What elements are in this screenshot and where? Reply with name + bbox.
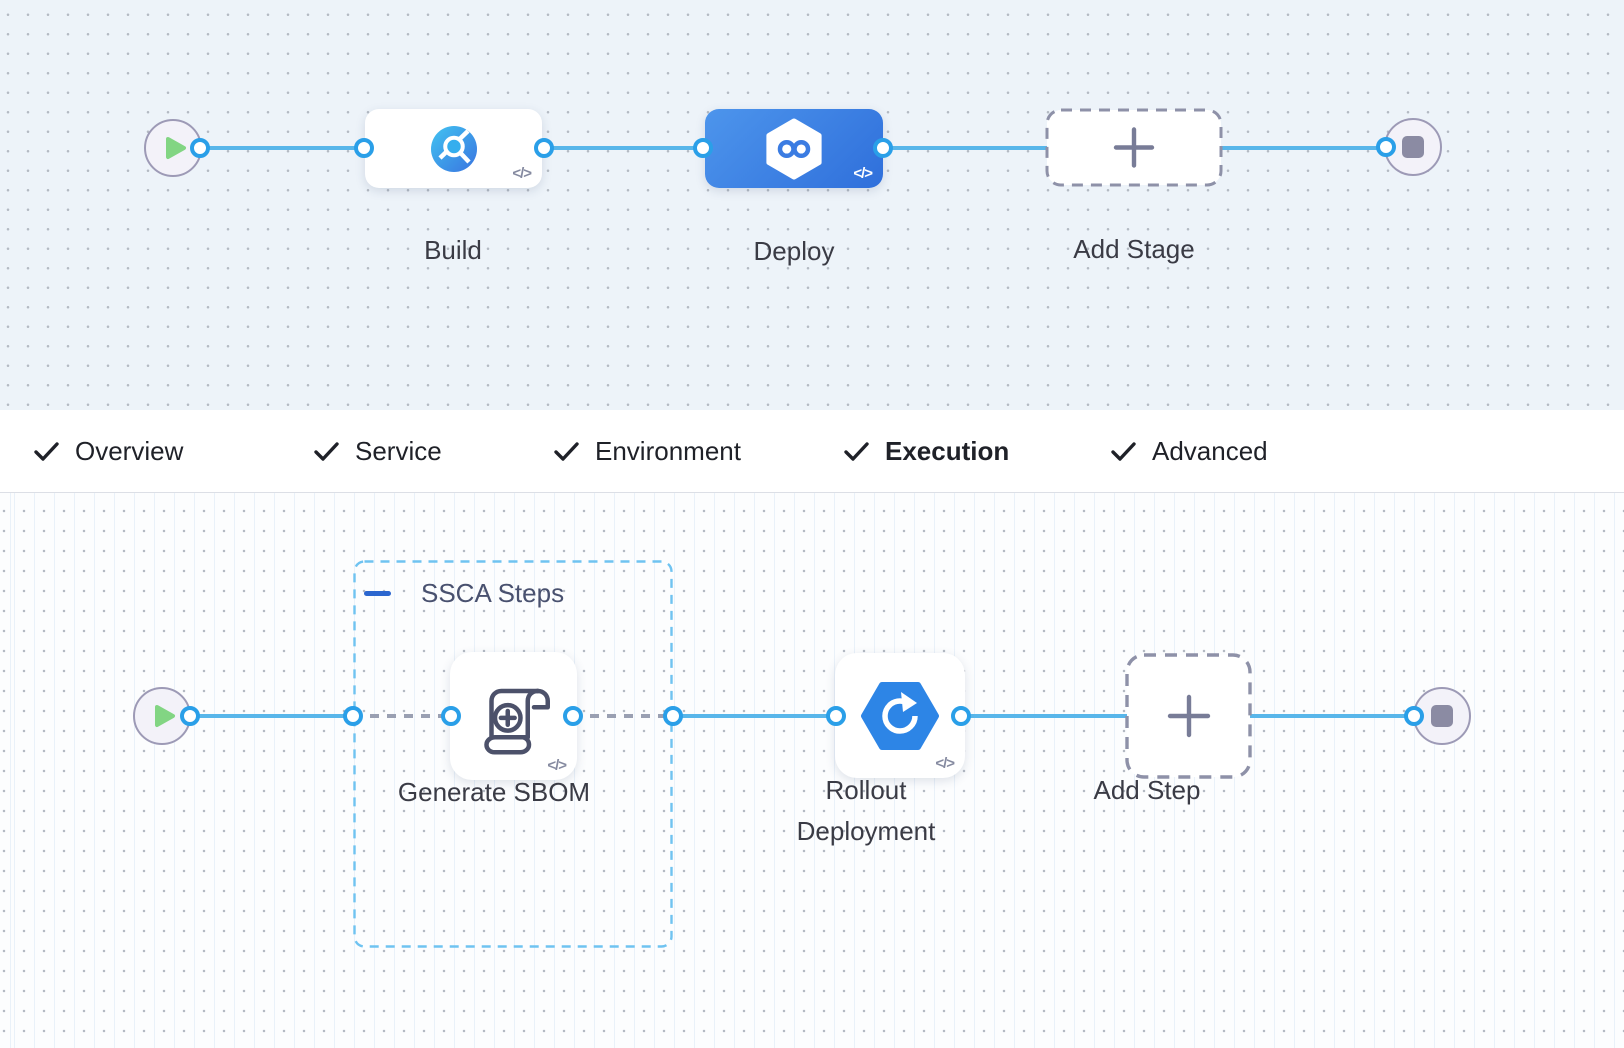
label-line-1: Rollout xyxy=(825,775,907,805)
plus-icon xyxy=(1113,127,1155,168)
connection-point[interactable] xyxy=(873,138,893,158)
tab-label: Overview xyxy=(75,435,184,466)
step-label-rollout-deployment: Rollout Deployment xyxy=(746,770,986,852)
pipeline-start-node xyxy=(144,119,202,177)
connection-point[interactable] xyxy=(663,706,683,726)
stage-config-tabbar: Overview Service Environment Execution A… xyxy=(0,410,1624,903)
check-icon xyxy=(34,441,59,461)
connection-point[interactable] xyxy=(563,706,583,726)
play-icon xyxy=(166,137,186,159)
code-view-icon[interactable]: </> xyxy=(853,165,873,182)
stop-icon xyxy=(1431,705,1453,727)
execution-start-node xyxy=(133,687,191,745)
rollout-deployment-icon xyxy=(861,681,939,750)
code-view-icon[interactable]: </> xyxy=(935,755,955,772)
check-icon xyxy=(1111,441,1136,461)
tab-label: Advanced xyxy=(1152,435,1268,466)
group-title: SSCA Steps xyxy=(421,578,565,608)
connector-line-dashed xyxy=(573,714,673,718)
connection-point[interactable] xyxy=(1404,706,1424,726)
stage-label-deploy: Deploy xyxy=(753,236,835,266)
execution-canvas[interactable] xyxy=(0,493,1624,1048)
connection-point[interactable] xyxy=(354,138,374,158)
tab-label: Environment xyxy=(595,435,741,466)
tab-label: Execution xyxy=(885,435,1010,466)
tab-overview[interactable]: Overview xyxy=(33,410,183,492)
step-label-generate-sbom: Generate SBOM xyxy=(397,777,591,807)
connector-line xyxy=(673,714,1416,718)
tab-advanced[interactable]: Advanced xyxy=(1110,410,1268,492)
step-node-generate-sbom[interactable]: </> xyxy=(450,652,577,780)
stage-label-build: Build xyxy=(424,235,482,265)
minus-icon xyxy=(364,590,391,596)
code-view-icon[interactable]: </> xyxy=(547,757,567,774)
add-step-button[interactable] xyxy=(1125,653,1252,779)
play-icon xyxy=(155,705,175,727)
tab-environment[interactable]: Environment xyxy=(553,410,741,492)
stage-node-build[interactable]: </> xyxy=(365,109,542,188)
plus-icon xyxy=(1167,694,1211,738)
group-collapse-button[interactable] xyxy=(364,583,398,603)
sbom-scroll-icon xyxy=(483,688,550,755)
check-icon xyxy=(554,441,579,461)
connection-point[interactable] xyxy=(951,706,971,726)
tab-service[interactable]: Service xyxy=(313,410,442,492)
connection-point[interactable] xyxy=(693,138,713,158)
connection-point[interactable] xyxy=(180,706,200,726)
check-icon xyxy=(314,441,339,461)
stage-label-add-stage: Add Stage xyxy=(1073,234,1195,264)
connection-point[interactable] xyxy=(190,138,210,158)
tab-execution[interactable]: Execution xyxy=(843,410,1009,492)
cd-deploy-icon xyxy=(766,117,822,180)
connector-line-dashed xyxy=(353,714,451,718)
connector-line xyxy=(190,714,353,718)
stage-canvas[interactable]: </> Build </> Deploy Add Stage xyxy=(0,0,1624,410)
tab-label: Service xyxy=(355,435,442,466)
connection-point[interactable] xyxy=(441,706,461,726)
connection-point[interactable] xyxy=(343,706,363,726)
ci-build-icon xyxy=(430,125,477,172)
check-icon xyxy=(844,441,869,461)
code-view-icon[interactable]: </> xyxy=(512,165,532,182)
step-group-ssca[interactable] xyxy=(353,560,673,948)
add-stage-button[interactable] xyxy=(1045,108,1223,187)
stop-icon xyxy=(1402,136,1424,158)
label-line-2: Deployment xyxy=(796,816,936,846)
connection-point[interactable] xyxy=(534,138,554,158)
stage-node-deploy[interactable]: </> xyxy=(705,109,883,188)
step-label-add-step: Add Step xyxy=(1093,775,1201,805)
connection-point[interactable] xyxy=(826,706,846,726)
step-node-rollout-deployment[interactable]: </> xyxy=(835,653,965,778)
connection-point[interactable] xyxy=(1376,137,1396,157)
